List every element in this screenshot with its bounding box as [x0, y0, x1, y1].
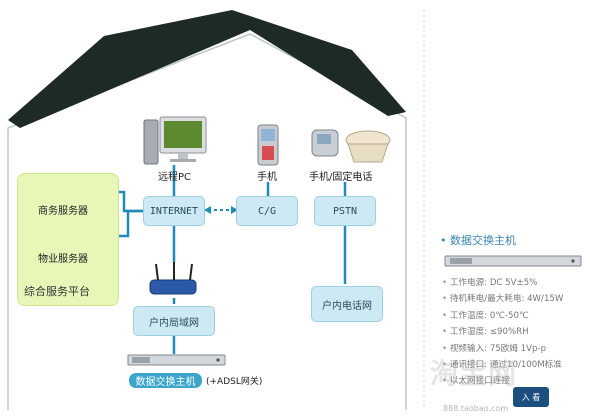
- spec-item: 通讯接口: 通过10/100M标准: [442, 357, 563, 373]
- service-platform-panel: [17, 173, 119, 306]
- spec-item: 以太网接口连接: [442, 373, 563, 389]
- mobile-landline-label: 手机/固定电话: [309, 172, 373, 183]
- router-icon: [149, 262, 197, 295]
- property-server-label: 物业服务器: [38, 254, 88, 265]
- main-unit-suffix: (+ADSL网关): [206, 377, 263, 387]
- computer-icon: [143, 116, 207, 165]
- spec-list: 工作电源: DC 5V±5% 待机耗电/最大耗电: 4W/15W 工作温度: 0…: [442, 275, 564, 390]
- internet-node: INTERNET: [143, 196, 205, 226]
- platform-title: 综合服务平台: [24, 285, 90, 298]
- main-unit-device-icon: [127, 354, 226, 366]
- mobile-label: 手机: [257, 172, 277, 183]
- business-server-label: 商务服务器: [38, 206, 88, 217]
- arrow-right: [231, 206, 238, 214]
- watermark-url: 888.taobao.com: [443, 404, 509, 413]
- spec-item: 工作温度: 0℃-50℃: [442, 308, 563, 324]
- home-phone-net-node: 户内电话网: [311, 286, 383, 322]
- cg-node: C/G: [236, 196, 298, 226]
- spec-item: 视频输入: 75欧姆 1Vp-p: [442, 341, 563, 357]
- spec-item: 待机耗电/最大耗电: 4W/15W: [442, 291, 564, 307]
- home-lan-node: 户内局域网: [133, 306, 215, 336]
- spec-item: 工作电源: DC 5V±5%: [442, 275, 563, 291]
- house-outline: [7, 33, 407, 410]
- spec-item: 工作湿度: ≤90%RH: [442, 324, 563, 340]
- arrow-left: [204, 206, 211, 214]
- remote-pc-label: 远程PC: [158, 172, 192, 183]
- corner-button[interactable]: 入 看: [513, 387, 549, 407]
- main-unit-label: 数据交换主机: [129, 373, 202, 388]
- roof-shape: [8, 10, 406, 128]
- landline-phone-icon: [311, 129, 391, 163]
- mobile-phone-icon: [257, 124, 279, 166]
- spec-device-icon: [444, 255, 582, 267]
- spec-title: • 数据交换主机: [440, 234, 516, 247]
- watermark-brand: 淘宝网: [430, 357, 518, 390]
- pstn-node: PSTN: [314, 196, 376, 226]
